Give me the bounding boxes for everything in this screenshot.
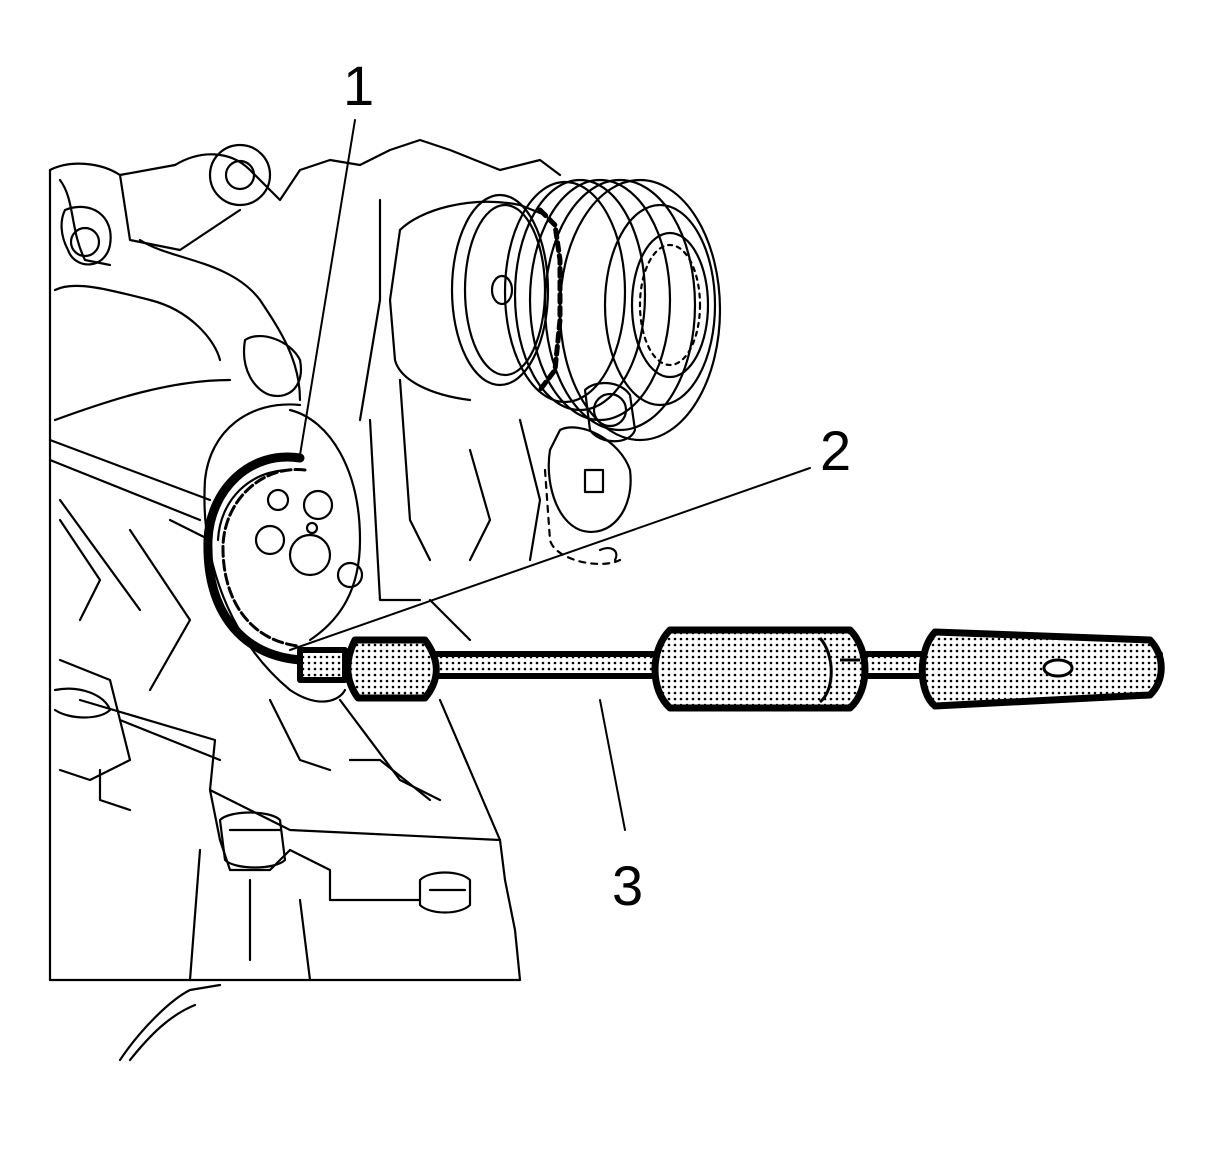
leader-line-3: [599, 699, 626, 831]
callout-labels: 1 2 3: [343, 54, 851, 917]
leader-lines: [289, 119, 811, 831]
leader-line-1: [299, 119, 356, 456]
crankshaft-hub: [203, 403, 364, 703]
crankshaft-seal: [203, 452, 307, 665]
accessory-pulley: [503, 178, 722, 442]
tensioner-arm: [543, 382, 637, 565]
tool-slide-hammer: [651, 626, 869, 712]
tool-tip: [297, 647, 348, 683]
callout-3: 3: [612, 854, 643, 917]
tensioner-pulley: [388, 193, 563, 402]
callout-2: 2: [820, 419, 851, 482]
engine-block: [48, 138, 562, 1062]
callout-1: 1: [343, 54, 374, 117]
tool-collar: [344, 636, 440, 702]
leader-line-2: [289, 467, 811, 651]
tool-handle: [918, 628, 1165, 710]
seal-remover-tool: [297, 626, 1165, 712]
